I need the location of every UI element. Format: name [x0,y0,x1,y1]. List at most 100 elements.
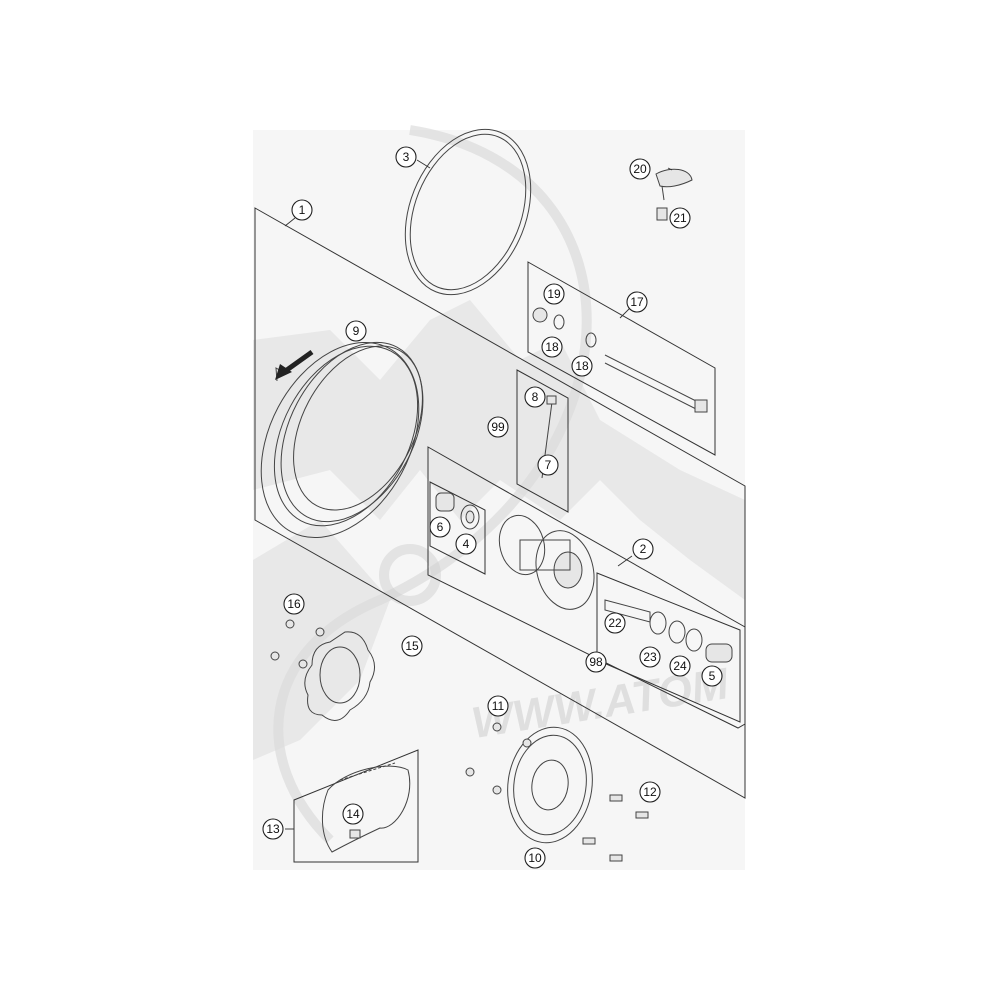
callout-22: 22 [604,612,626,634]
callout-circle [571,355,593,377]
hub [498,514,595,610]
sprocket-nuts-11 [465,722,532,795]
leader-lines [284,159,673,830]
chain [321,762,411,853]
callout-12: 12 [639,781,661,803]
callout-circle [291,199,313,221]
sprocket-bolts-12 [582,794,649,862]
callout-circle [342,803,364,825]
callout-circle [345,320,367,342]
callout-24: 24 [669,655,691,677]
spacer-6 [435,492,455,512]
axle-nut-19 [532,307,548,323]
tire [404,128,532,296]
sprocket [507,726,593,844]
callout-number: 8 [532,390,539,404]
callout-number: 7 [545,458,552,472]
washer-18 [553,314,565,330]
callout-7: 7 [537,454,559,476]
callout-circle [455,533,477,555]
callout-circle [669,207,691,229]
rotation-arrow-head [275,364,292,380]
callout-3: 3 [395,146,417,168]
callout-circle [429,516,451,538]
callout-number: 5 [709,669,716,683]
callout-6: 6 [429,516,451,538]
callout-number: 2 [640,542,647,556]
callout-number: 12 [643,785,657,799]
rotation-arrow [282,349,314,375]
callout-99: 99 [487,416,509,438]
tool-bit-21 [656,207,668,221]
callout-circle [632,538,654,560]
callout-circle [487,416,509,438]
callout-19: 19 [543,283,565,305]
callout-number: 11 [492,699,505,713]
callout-18b: 18 [571,355,593,377]
callout-14: 14 [342,803,364,825]
callout-17: 17 [626,291,648,313]
callout-number: 99 [491,420,505,434]
callout-number: 19 [547,287,561,301]
spacer-5 [705,643,733,663]
washer-18b [585,332,597,348]
callout-number: 13 [266,822,280,836]
callout-number: 21 [673,211,687,225]
callout-18: 18 [541,336,563,358]
callout-circle [701,665,723,687]
callout-16: 16 [283,593,305,615]
callout-15: 15 [401,635,423,657]
chain-link [349,829,361,839]
part-callouts: 1234567891011121314151617181819202122232… [262,146,723,869]
group-outline-wheel [254,207,746,799]
callout-98: 98 [585,651,607,673]
callout-circle [487,695,509,717]
group-outline-bearing-right [596,572,741,723]
callout-circle [585,651,607,673]
callout-number: 9 [353,324,360,338]
callout-number: 20 [633,162,647,176]
seal-24 [668,620,703,652]
rim [260,341,424,539]
callout-circle [401,635,423,657]
axle [604,354,708,413]
callout-number: 3 [403,150,410,164]
callout-circle [541,336,563,358]
callout-8: 8 [524,386,546,408]
callout-number: 15 [405,639,419,653]
callout-number: 4 [463,537,470,551]
callout-number: 14 [346,807,360,821]
callout-circle [639,646,661,668]
callout-4: 4 [455,533,477,555]
callout-23: 23 [639,646,661,668]
callout-circle [604,612,626,634]
callout-circle [537,454,559,476]
callout-circle [283,593,305,615]
callout-number: 98 [589,655,603,669]
callout-11: 11 [487,695,509,717]
callout-13: 13 [262,818,284,840]
callout-circle [669,655,691,677]
callout-number: 23 [643,650,657,664]
callout-number: 16 [287,597,301,611]
brake-disc [304,631,375,721]
bearing-4 [460,504,480,530]
callout-circle [543,283,565,305]
callout-number: 22 [608,616,622,630]
group-outline-hub [427,446,746,729]
callout-number: 1 [299,203,306,217]
callout-circle [395,146,417,168]
callout-1: 1 [291,199,313,221]
callout-5: 5 [701,665,723,687]
callout-number: 24 [673,659,687,673]
callout-number: 18 [545,340,559,354]
callout-10: 10 [524,847,546,869]
callout-circle [626,291,648,313]
callout-circle [524,386,546,408]
callout-20: 20 [629,158,651,180]
callout-21: 21 [669,207,691,229]
callout-number: 18 [575,359,589,373]
callout-number: 6 [437,520,444,534]
disc-bolts [270,619,325,669]
